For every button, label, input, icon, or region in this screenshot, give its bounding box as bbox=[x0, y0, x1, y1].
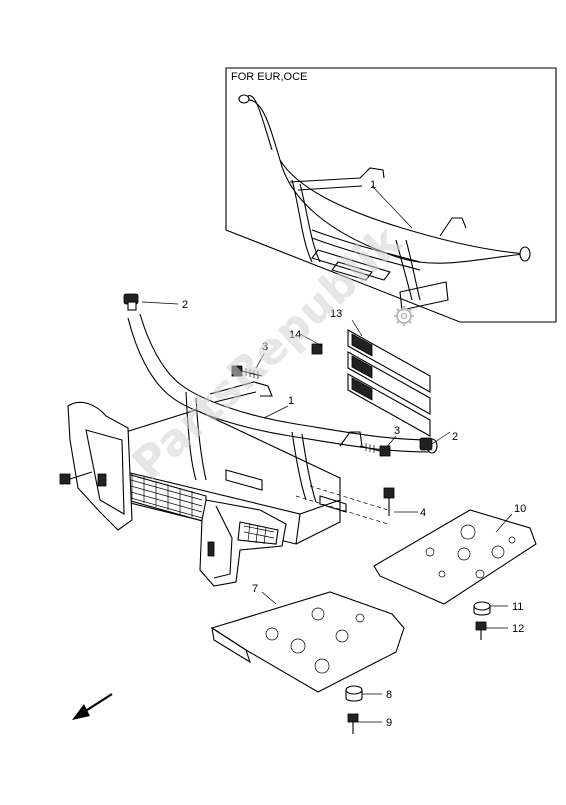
arrow-down-left-icon bbox=[72, 693, 113, 720]
callouts: 2 3 14 13 1 3 2 4 10 11 12 7 8 9 bbox=[182, 299, 526, 729]
bolt-3-right bbox=[359, 443, 391, 457]
bolt-12 bbox=[475, 621, 487, 640]
inset-bumper-drawing bbox=[238, 94, 531, 311]
inset-panel: FOR EUR,OCE bbox=[225, 67, 557, 323]
callout-11: 11 bbox=[512, 601, 523, 613]
callout-12: 12 bbox=[512, 623, 524, 635]
callout-8: 8 bbox=[386, 689, 392, 701]
grille-front bbox=[237, 521, 279, 545]
bolt-side bbox=[59, 471, 93, 485]
callout-3-right: 3 bbox=[394, 425, 400, 437]
callout-10: 10 bbox=[514, 503, 526, 515]
leader-lines bbox=[141, 301, 513, 723]
bolt-9 bbox=[347, 713, 359, 734]
collar-8 bbox=[345, 685, 363, 702]
callout-2-top: 2 bbox=[182, 299, 188, 311]
inset-frame bbox=[225, 67, 557, 323]
skid-plate-7 bbox=[210, 591, 405, 693]
gear-icon bbox=[394, 306, 414, 326]
callout-7: 7 bbox=[252, 583, 258, 595]
bolt-14 bbox=[311, 343, 323, 355]
bolt-3-left bbox=[231, 365, 263, 379]
callout-2-right: 2 bbox=[452, 431, 458, 443]
bolt-4 bbox=[383, 487, 395, 516]
skid-plate-10 bbox=[373, 509, 537, 605]
callout-9: 9 bbox=[386, 717, 392, 729]
callout-1-main: 1 bbox=[288, 395, 294, 407]
callout-4: 4 bbox=[420, 507, 426, 519]
main-bumper-drawing bbox=[67, 293, 438, 587]
callout-14: 14 bbox=[289, 329, 301, 341]
reflector-strips bbox=[347, 329, 431, 437]
inset-label: FOR EUR,OCE bbox=[231, 71, 307, 83]
callout-1-inset: 1 bbox=[370, 179, 376, 191]
callout-3-left: 3 bbox=[262, 341, 268, 353]
cap-2-right bbox=[419, 437, 433, 451]
callout-13: 13 bbox=[330, 308, 342, 320]
collar-11 bbox=[473, 601, 491, 616]
fasteners bbox=[59, 343, 491, 734]
